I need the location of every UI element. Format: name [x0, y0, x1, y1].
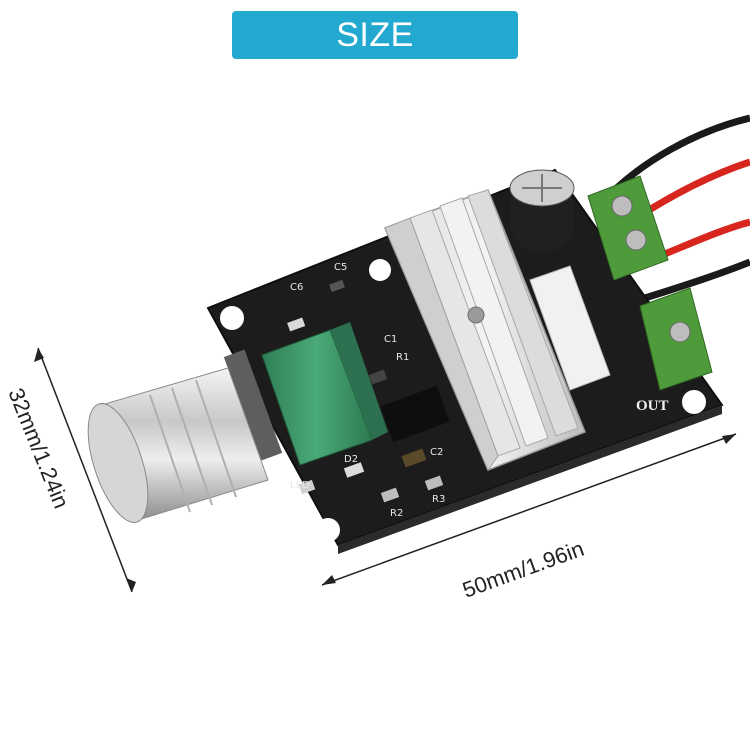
label-c6: C6 — [290, 282, 303, 293]
label-r3: R3 — [432, 494, 445, 505]
mount-hole — [682, 390, 706, 414]
width-label: 50mm/1.96in — [459, 536, 587, 603]
width-dimension-arrow — [321, 433, 737, 586]
potentiometer — [223, 322, 388, 466]
label-d2: D2 — [344, 454, 358, 465]
mount-hole — [369, 259, 391, 281]
screw-terminal — [587, 175, 713, 391]
label-r1: R1 — [396, 352, 409, 363]
screw-icon — [669, 321, 691, 343]
label-led: LED — [290, 480, 310, 491]
label-out: OUT — [636, 398, 669, 414]
screw-icon — [467, 306, 485, 324]
capacitor — [509, 169, 575, 252]
heatsink — [384, 189, 586, 472]
screw-icon — [611, 195, 633, 217]
screw-icon — [625, 229, 647, 251]
height-label: 32mm/1.24in — [3, 385, 74, 512]
speed-knob — [87, 367, 269, 523]
mount-hole — [316, 518, 340, 542]
label-c2: C2 — [430, 447, 443, 458]
height-dimension-arrow — [34, 347, 136, 593]
wire-connector — [529, 265, 611, 391]
label-c1: C1 — [384, 334, 397, 345]
label-c5: C5 — [334, 262, 347, 273]
label-r2: R2 — [390, 508, 403, 519]
size-badge: SIZE — [232, 11, 518, 59]
mount-hole — [220, 306, 244, 330]
